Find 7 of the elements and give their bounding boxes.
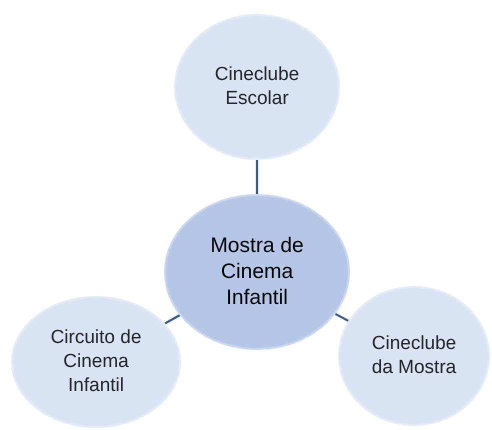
connector-line [164, 314, 180, 324]
ellipse-node: Cineclube da Mostra [338, 286, 490, 426]
central-ellipse: Mostra de Cinema Infantil [164, 194, 350, 350]
connector-line [334, 312, 349, 322]
ellipse-node: Circuito de Cinema Infantil [11, 296, 181, 428]
ellipse-node: Cineclube Escolar [174, 14, 340, 160]
connector-line [256, 160, 258, 194]
